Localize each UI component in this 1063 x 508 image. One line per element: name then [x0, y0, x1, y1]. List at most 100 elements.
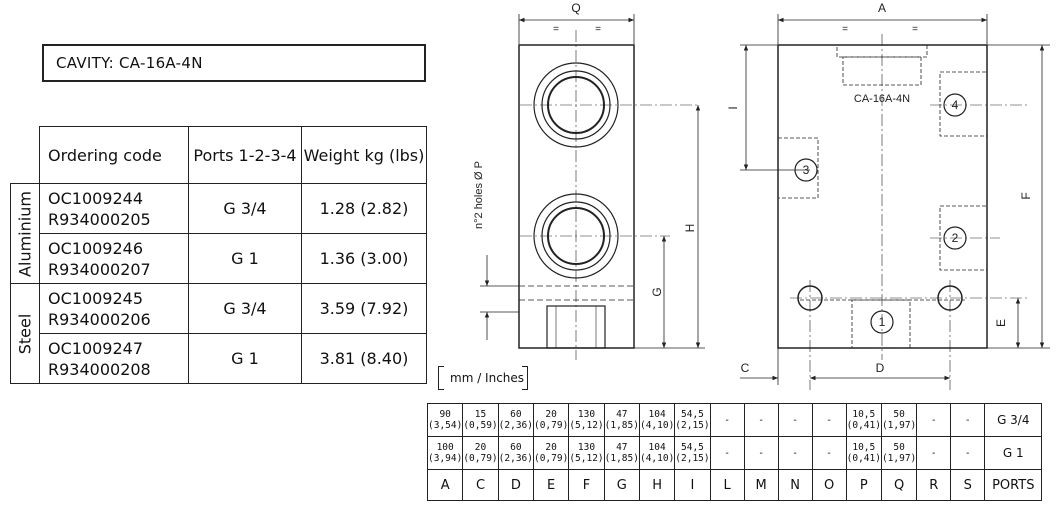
- ports-cell: G 3/4: [188, 283, 302, 334]
- dimension-inch: (5,12): [569, 420, 604, 431]
- dimension-mm: -: [724, 414, 730, 426]
- dim-label-e: E: [994, 319, 1008, 327]
- dimension-cell: 20(0,79): [532, 436, 570, 470]
- header-ports: Ports 1-2-3-4: [188, 126, 302, 184]
- dimension-mm: 20: [545, 442, 557, 453]
- dimension-mm: -: [758, 447, 764, 459]
- dimension-mm: 130: [577, 409, 596, 420]
- dimension-inch: (5,12): [569, 453, 604, 464]
- dimension-cell: 50(1,97): [880, 436, 918, 470]
- svg-text:=: =: [842, 24, 848, 35]
- dimension-mm: 54,5: [681, 409, 704, 420]
- dimension-cell: 50(1,97): [880, 403, 918, 437]
- dimension-cell: 10,5(0,41): [845, 403, 882, 437]
- dimension-letter: S: [950, 469, 986, 501]
- dimension-mm: 47: [616, 409, 628, 420]
- dimension-cell: 47(1,85): [603, 436, 640, 470]
- dimension-letter: I: [674, 469, 711, 501]
- ordering-code: R934000207: [48, 259, 151, 279]
- dimension-cell: 130(5,12): [568, 436, 605, 470]
- ordering-code: OC1009245: [48, 288, 144, 308]
- dimension-mm: 60: [510, 409, 522, 420]
- dimension-inch: (1,85): [604, 453, 639, 464]
- dimension-letter: L: [709, 469, 745, 501]
- dimension-cell: -: [777, 436, 813, 470]
- dimension-mm: -: [930, 447, 937, 459]
- dimension-mm: -: [964, 447, 971, 459]
- dim-label-q: Q: [571, 1, 580, 15]
- dimension-mm: -: [724, 447, 730, 459]
- ports-cell: G 1: [188, 333, 302, 384]
- dimensions-table: 90(3,54)15(0,59)60(2,36)20(0,79)130(5,12…: [426, 403, 1043, 501]
- dimension-mm: -: [826, 414, 832, 426]
- port-4-marker: [943, 93, 967, 117]
- dimension-letter: O: [811, 469, 847, 501]
- dimension-inch: (3,94): [428, 453, 463, 464]
- dimension-letter: P: [845, 469, 882, 501]
- dimension-inch: (2,15): [675, 453, 710, 464]
- dimension-letter: A: [426, 469, 464, 501]
- dimension-letter: F: [568, 469, 605, 501]
- port-label: 2: [952, 231, 959, 245]
- technical-drawing: Q = = A = = CA-16A-4N 1 2 3 4 n°2 holes …: [473, 1, 1050, 390]
- dim-label-c: C: [741, 361, 750, 375]
- dimensions-row: 100(3,94)20(0,79)60(2,36)20(0,79)130(5,1…: [426, 436, 1043, 470]
- dimension-cell: 20(0,79): [532, 403, 570, 437]
- dimension-mm: 10,5: [852, 409, 876, 420]
- dim-label-h: H: [683, 224, 697, 233]
- dimension-cell: -: [709, 436, 745, 470]
- dimension-inch: (1,97): [881, 420, 917, 431]
- dimension-cell: 10,5(0,41): [845, 436, 882, 470]
- port-label: 1: [879, 315, 886, 329]
- dimension-inch: (2,15): [675, 420, 710, 431]
- dimension-mm: 20: [545, 409, 557, 420]
- dimension-cell: 90(3,54): [426, 403, 464, 437]
- dimension-mm: -: [758, 414, 764, 426]
- svg-text:=: =: [912, 24, 918, 35]
- dim-label-i: I: [726, 106, 740, 109]
- dimension-inch: (0,59): [463, 420, 498, 431]
- dimension-letter: Q: [880, 469, 918, 501]
- dimension-inch: (0,41): [846, 453, 881, 464]
- dimension-mm: 104: [648, 409, 666, 420]
- dimension-cell: 104(4,10): [638, 436, 676, 470]
- dimension-inch: (0,79): [533, 420, 569, 431]
- dimension-mm: -: [826, 447, 832, 459]
- side-view: [480, 14, 705, 360]
- dimension-letter: D: [497, 469, 534, 501]
- dimension-inch: (0,41): [846, 420, 881, 431]
- dimension-cell: 104(4,10): [638, 403, 676, 437]
- ordering-code: OC1009244: [48, 188, 144, 208]
- dimension-inch: (1,97): [881, 453, 917, 464]
- weight-cell: 3.81 (8.40): [301, 333, 427, 384]
- dimension-cell: 47(1,85): [603, 403, 640, 437]
- dimension-cell: 130(5,12): [568, 403, 605, 437]
- dimension-mm: -: [792, 447, 798, 459]
- dimension-mm: 100: [436, 442, 454, 453]
- ports-cell: G 3/4: [188, 183, 302, 234]
- dimension-cell: 20(0,79): [462, 436, 499, 470]
- port-1-marker: [870, 310, 894, 334]
- dimension-cell: -: [916, 436, 952, 470]
- dimension-letter: H: [638, 469, 676, 501]
- dim-label-f: F: [1019, 192, 1033, 199]
- dimension-cell: -: [743, 403, 779, 437]
- dimension-mm: -: [930, 414, 937, 426]
- dimension-cell: -: [950, 403, 986, 437]
- ordering-code: R934000208: [48, 359, 151, 379]
- dimension-cell: 54,5(2,15): [674, 436, 711, 470]
- dimension-mm: -: [792, 414, 798, 426]
- dimension-inch: (1,85): [604, 420, 639, 431]
- dimension-cell: -: [811, 436, 847, 470]
- dimension-cell: 15(0,59): [462, 403, 499, 437]
- units-label: mm / Inches: [438, 366, 528, 390]
- port-size-cell: G 3/4: [984, 403, 1043, 437]
- dim-label-g: G: [650, 287, 664, 296]
- dimension-mm: 20: [474, 442, 487, 453]
- dimension-inch: (4,10): [639, 420, 675, 431]
- dimension-cell: -: [811, 403, 847, 437]
- group-steel: Steel: [10, 283, 40, 384]
